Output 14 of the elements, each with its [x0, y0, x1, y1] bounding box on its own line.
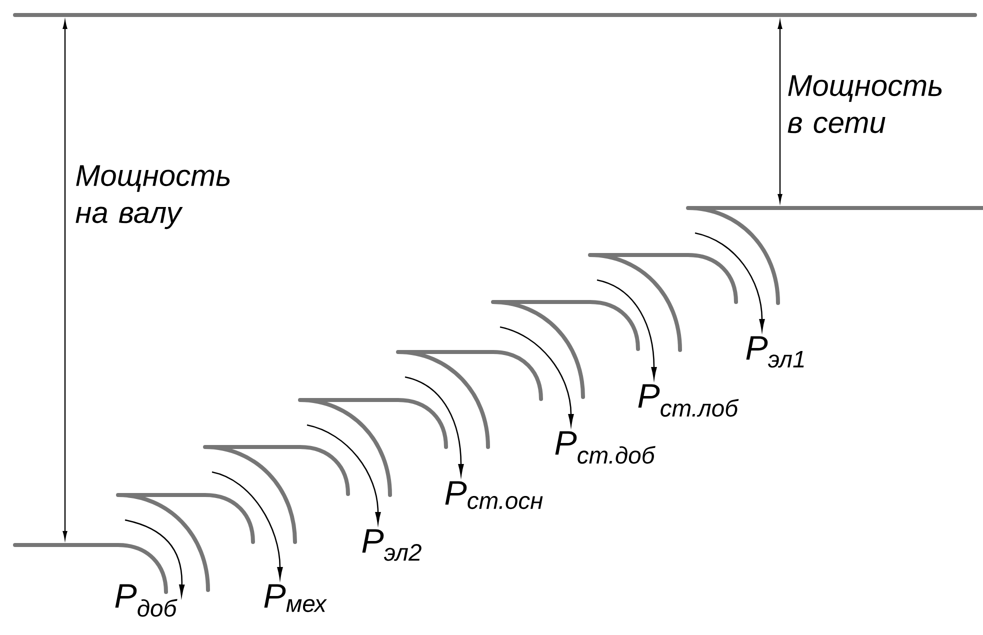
- dimension-label: Мощность на валу: [76, 165, 230, 230]
- loss-arrow: [596, 279, 657, 378]
- loss-arrow: [404, 376, 464, 476]
- loss-label: P$_{ст.доб}$: [555, 431, 656, 464]
- loss-arrow: [212, 471, 283, 578]
- loss-label: P$_{ст.лоб}$: [638, 384, 739, 417]
- loss-arrow: [694, 232, 765, 330]
- dimension-label: Мощность в сети: [788, 75, 942, 134]
- loss-arrow: [306, 424, 381, 524]
- loss-label: P$_{ст.осн}$: [445, 481, 543, 510]
- loss-label: P$_{эл2}$: [362, 529, 422, 561]
- loss-label: P$_{эл1}$: [746, 336, 804, 368]
- loss-arrow: [500, 326, 574, 426]
- loss-label: P$_{мех}$: [264, 584, 327, 612]
